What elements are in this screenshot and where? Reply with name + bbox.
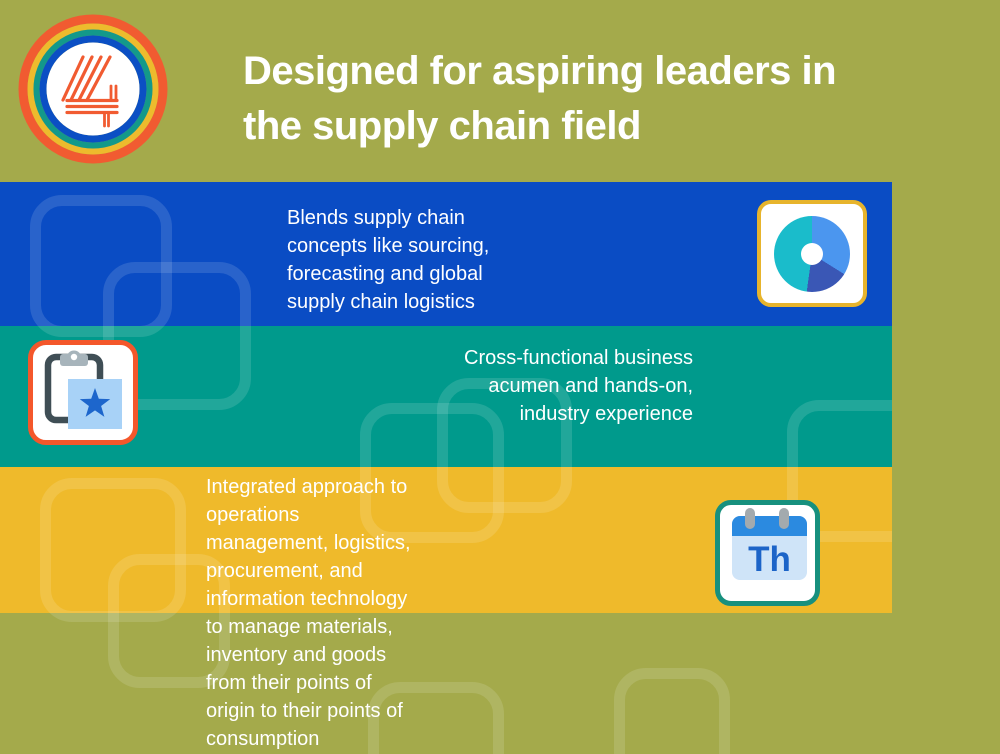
clipboard-star-icon — [44, 350, 122, 429]
decor-square — [614, 668, 730, 754]
calendar-day-label: Th — [748, 540, 791, 579]
calendar-icon: Th — [732, 508, 807, 580]
donut-chart-icon — [774, 215, 850, 292]
donut-chart-tile — [757, 200, 867, 307]
calendar-tile: Th — [715, 500, 820, 606]
band-blends-supply-chain — [0, 182, 892, 326]
band-cross-functional — [0, 326, 892, 467]
number-4-badge-icon — [18, 14, 168, 164]
clipboard-tile — [28, 340, 138, 445]
